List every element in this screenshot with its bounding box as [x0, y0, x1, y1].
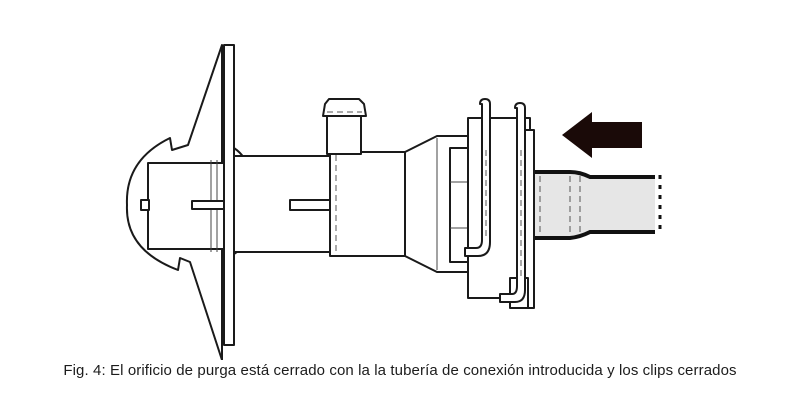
diagram-figure	[125, 44, 662, 360]
retaining-clips	[464, 98, 526, 303]
insertion-arrow-icon	[562, 112, 642, 158]
connection-pipe	[535, 170, 662, 240]
dome-cap	[125, 44, 225, 360]
coupling-sleeve	[404, 117, 535, 309]
purge-port	[322, 98, 367, 155]
figure-caption: Fig. 4: El orificio de purga está cerrad…	[63, 362, 737, 379]
main-body-tube	[233, 151, 431, 257]
